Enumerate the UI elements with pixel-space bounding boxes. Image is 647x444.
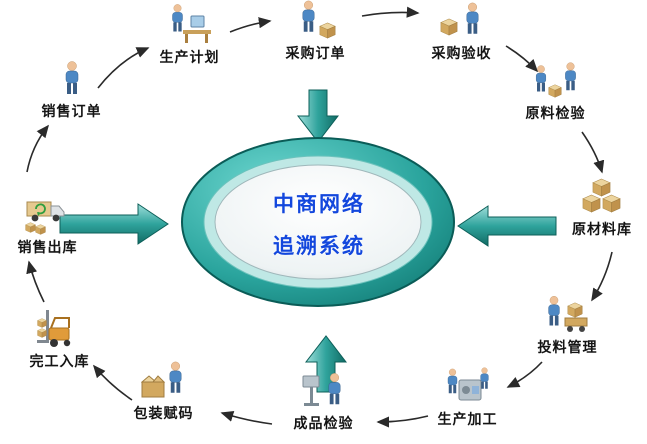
node-label: 原材料库 bbox=[572, 222, 632, 238]
flow-connector bbox=[506, 361, 543, 388]
node-purchase-acceptance: 采购验收 bbox=[414, 0, 509, 63]
node-label: 完工入库 bbox=[29, 354, 90, 370]
node-finished-product-inspection: 成品检验 bbox=[276, 370, 371, 433]
node-label: 成品检验 bbox=[293, 416, 354, 432]
node-label: 原料检验 bbox=[525, 106, 586, 122]
flow-connector bbox=[26, 260, 45, 303]
inward-arrow-left bbox=[59, 203, 169, 245]
person-with-box-icon bbox=[301, 0, 335, 39]
person-at-desk-icon bbox=[171, 4, 211, 43]
flow-connector bbox=[581, 131, 605, 174]
inward-arrow-top bbox=[296, 89, 340, 143]
truck-icon bbox=[24, 201, 64, 235]
person-icon bbox=[65, 61, 78, 95]
person-cart-icon bbox=[547, 295, 587, 332]
flow-connector bbox=[220, 410, 273, 425]
node-label: 包装赋码 bbox=[133, 406, 194, 422]
workers-machine-icon bbox=[447, 367, 489, 401]
two-persons-box-icon bbox=[535, 62, 576, 98]
node-sales-outbound: 销售出库 bbox=[0, 194, 95, 257]
flow-connector bbox=[92, 364, 133, 401]
inward-arrow-right bbox=[457, 205, 557, 247]
node-feeding-management: 投料管理 bbox=[520, 294, 615, 357]
node-label: 销售出库 bbox=[17, 240, 78, 256]
flow-connector bbox=[97, 47, 150, 89]
boxes-stack-icon bbox=[582, 178, 621, 213]
flow-connector bbox=[591, 251, 613, 302]
node-raw-material-warehouse: 原材料库 bbox=[558, 176, 646, 239]
center-ellipse bbox=[181, 137, 455, 307]
forklift-icon bbox=[36, 310, 70, 347]
node-label: 销售订单 bbox=[41, 104, 102, 120]
node-purchase-order: 采购订单 bbox=[268, 0, 363, 63]
node-label: 生产加工 bbox=[437, 412, 498, 428]
node-sales-order: 销售订单 bbox=[24, 58, 119, 121]
node-production-plan: 生产计划 bbox=[142, 4, 237, 67]
person-instrument-icon bbox=[302, 372, 341, 406]
box-and-person-icon bbox=[440, 2, 479, 36]
node-completion-warehousing: 完工入库 bbox=[12, 308, 107, 371]
node-label: 生产计划 bbox=[159, 50, 220, 66]
node-packaging-coding: 包装赋码 bbox=[116, 360, 211, 423]
node-label: 采购验收 bbox=[431, 46, 492, 62]
person-package-icon bbox=[140, 361, 182, 398]
node-label: 投料管理 bbox=[537, 340, 598, 356]
node-production-processing: 生产加工 bbox=[420, 366, 515, 429]
node-raw-material-inspection: 原料检验 bbox=[508, 60, 603, 123]
flow-connector bbox=[505, 45, 539, 73]
flow-connector bbox=[376, 415, 429, 428]
flow-connector bbox=[26, 124, 49, 173]
flow-connector bbox=[361, 6, 420, 18]
flow-connector bbox=[229, 17, 272, 33]
node-label: 采购订单 bbox=[285, 46, 346, 62]
